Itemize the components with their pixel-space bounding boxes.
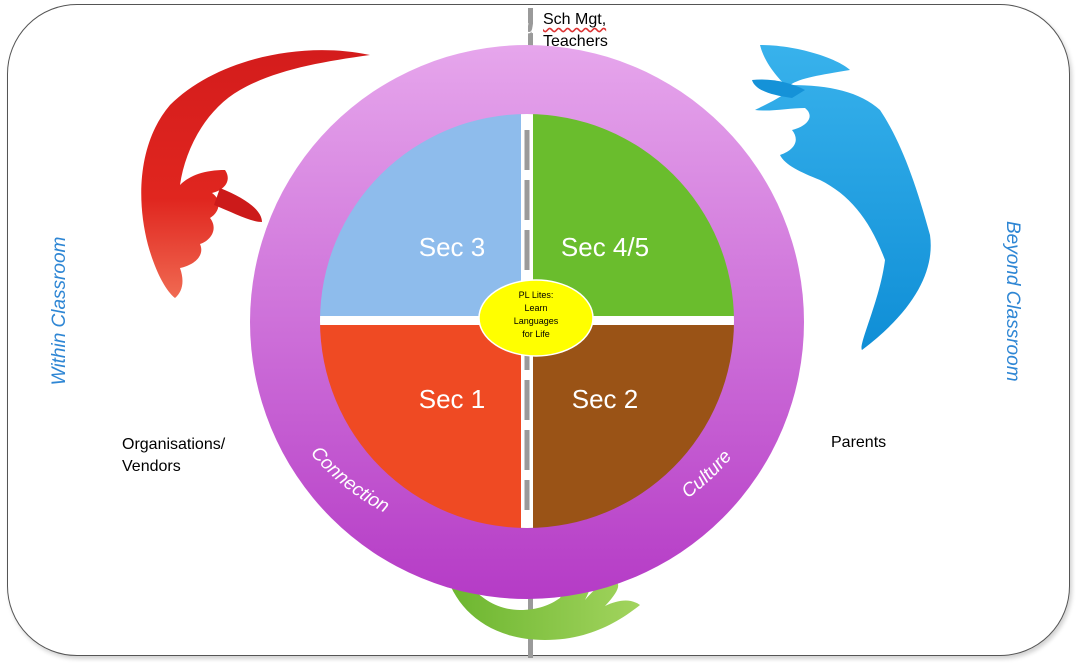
center-ellipse [478,279,594,357]
center-line-2: Learn [524,303,547,313]
stakeholder-label-top: Sch Mgt, Teachers [543,9,608,53]
red-hand-icon [141,50,370,298]
stakeholder-label-right: Parents [831,434,887,451]
label-sec3: Sec 3 [419,232,486,262]
label-sec2: Sec 2 [572,384,639,414]
stakeholder-left-line-1: Organisations/ [122,436,226,453]
label-sec1: Sec 1 [419,384,486,414]
center-line-4: for Life [522,329,550,339]
stakeholder-label-left: Organisations/ Vendors [122,434,225,478]
side-label-within-classroom: Within Classroom [49,236,70,386]
center-line-3: Languages [514,316,559,326]
quadrant-group [320,114,734,528]
center-line-1: PL Lites: [519,290,554,300]
stakeholder-left-line-2: Vendors [122,458,181,475]
stakeholder-top-line-1: Sch Mgt, [543,11,607,28]
green-hand-icon [445,570,640,640]
side-label-beyond-classroom: Beyond Classroom [1002,221,1023,382]
label-sec45: Sec 4/5 [561,232,649,262]
blue-hand-icon [752,45,931,350]
stakeholder-top-line-2: Teachers [543,33,608,50]
